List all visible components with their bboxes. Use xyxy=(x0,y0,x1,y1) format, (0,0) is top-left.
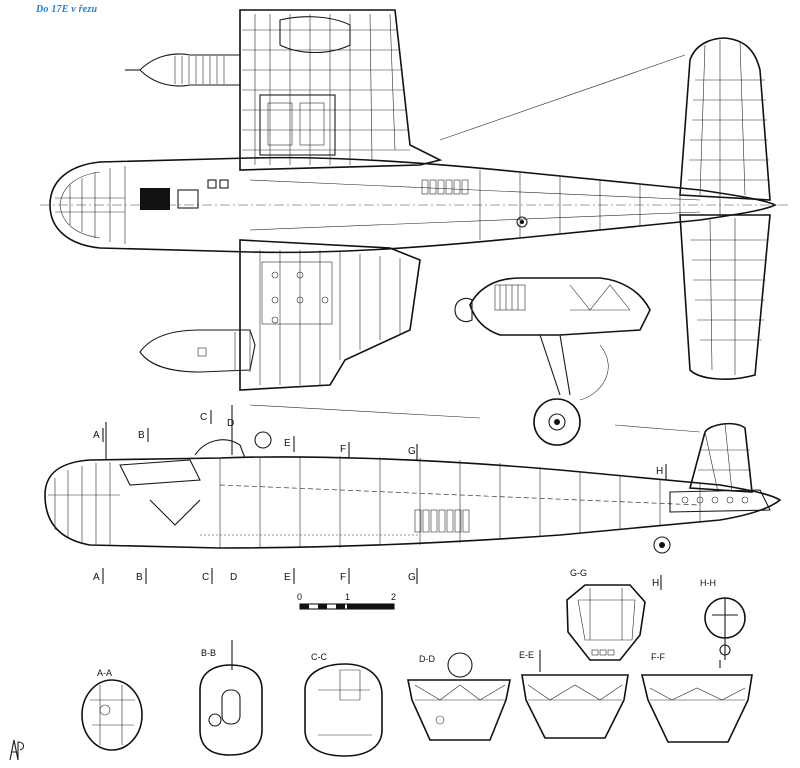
top-roundel xyxy=(516,216,528,228)
marker-upper-f: F xyxy=(340,444,346,455)
marker-upper-b: B xyxy=(138,430,145,441)
marker-upper-d: D xyxy=(227,418,234,429)
scale-tick-0: 0 xyxy=(297,592,302,602)
scale-bar: 0 1 2 xyxy=(297,592,396,610)
section-h-h: H-H xyxy=(700,578,746,668)
section-label-f-f: F-F xyxy=(651,652,665,662)
top-wing-lower xyxy=(239,239,421,391)
marker-lower-e: E xyxy=(284,572,291,583)
signature-monogram xyxy=(9,739,25,761)
top-wing-upper xyxy=(239,9,443,171)
top-view xyxy=(40,9,790,391)
top-tailplane-upper xyxy=(679,37,771,201)
section-label-c-c: C-C xyxy=(311,652,327,662)
marker-upper-a: A xyxy=(93,430,100,441)
dorsal-dome xyxy=(254,431,272,449)
top-cockpit-seat xyxy=(140,188,170,210)
marker-lower-f: F xyxy=(340,572,346,583)
section-label-g-g: G-G xyxy=(570,568,587,578)
marker-lower-d: D xyxy=(230,572,237,583)
main-wheel xyxy=(533,398,581,446)
marker-lower-g: G xyxy=(408,572,416,583)
section-g-g: G-G xyxy=(566,568,646,661)
section-label-b-b: B-B xyxy=(201,648,216,658)
side-fuselage-outline xyxy=(44,456,782,549)
top-tailplane-lower xyxy=(679,214,771,380)
scale-tick-2: 2 xyxy=(391,592,396,602)
marker-lower-c: C xyxy=(202,572,209,583)
section-a-a: A-A xyxy=(81,668,143,751)
section-label-a-a: A-A xyxy=(97,668,112,678)
section-label-h-h: H-H xyxy=(700,578,716,588)
side-bomb-load xyxy=(414,509,470,533)
marker-upper-e: E xyxy=(284,438,291,449)
side-view xyxy=(44,404,782,554)
section-markers-upper: A B C D E F G H xyxy=(93,410,667,480)
marker-upper-c: C xyxy=(200,412,207,423)
section-e-e: E-E xyxy=(519,650,629,739)
drawing-title: Do 17E v řezu xyxy=(36,4,98,15)
section-b-b: B-B xyxy=(199,640,263,756)
marker-lower-a: A xyxy=(93,572,100,583)
tail-wheel xyxy=(653,536,671,554)
marker-lower-b: B xyxy=(136,572,143,583)
section-d-d: D-D xyxy=(407,652,511,741)
section-label-e-e: E-E xyxy=(519,650,534,660)
section-markers-lower: A B C D E F G xyxy=(93,568,418,584)
marker-upper-g: G xyxy=(408,446,416,457)
marker-upper-h: H xyxy=(656,466,663,477)
scale-tick-1: 1 xyxy=(345,592,350,602)
section-c-c: C-C xyxy=(304,652,383,757)
marker-h-bottom: H xyxy=(652,578,659,589)
section-label-d-d: D-D xyxy=(419,654,435,664)
engine-gear-detail xyxy=(454,277,651,446)
top-engine-lower xyxy=(139,329,256,373)
side-tail-fin xyxy=(688,422,753,493)
section-f-f: F-F xyxy=(640,652,753,743)
top-engine-upper xyxy=(125,53,241,87)
